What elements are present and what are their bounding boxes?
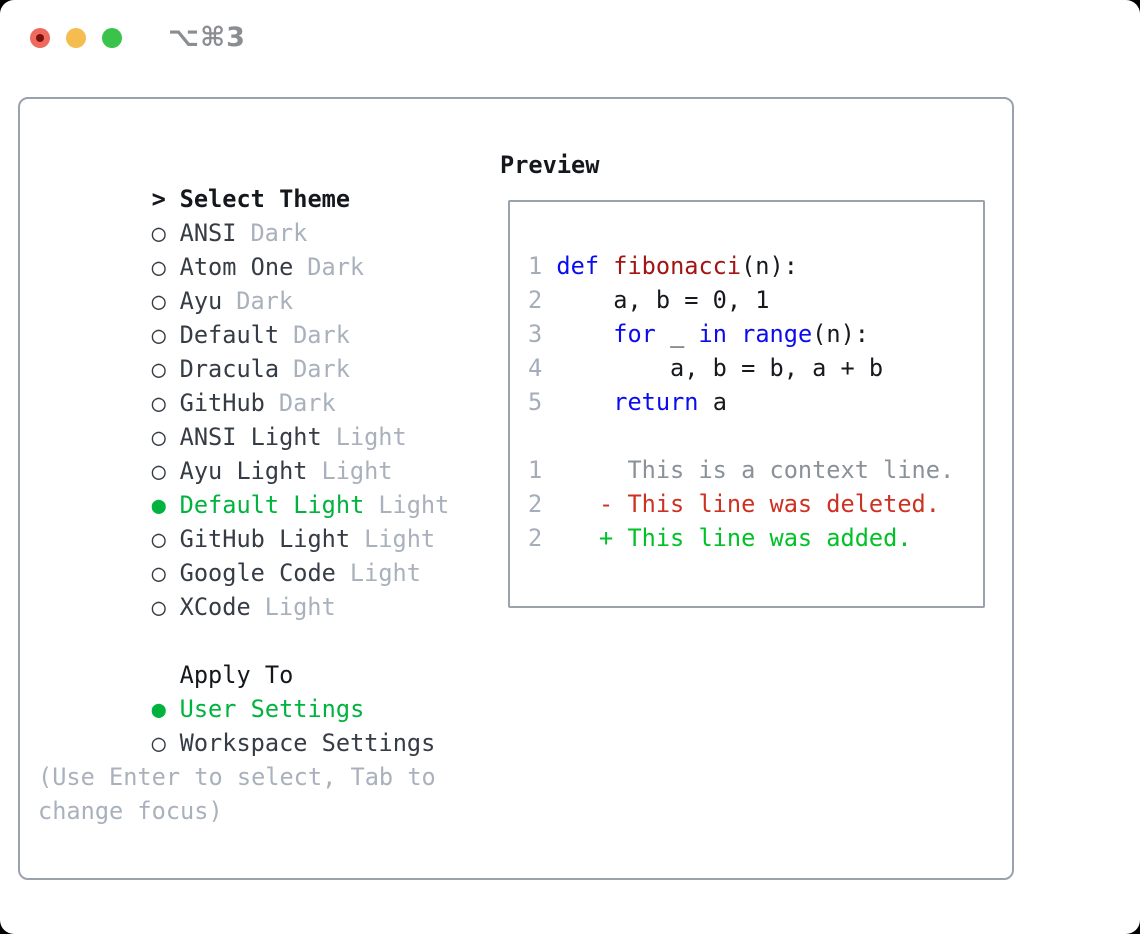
close-button[interactable] (30, 28, 50, 48)
radio-icon: ○ (151, 355, 166, 383)
preview-code: 1 def fibonacci(n): 2 a, b = 0, 1 3 for _ … (528, 249, 983, 555)
close-dot-icon (36, 34, 44, 42)
radio-selected-icon: ● (151, 695, 166, 723)
theme-option-xcode[interactable]: ○ XCode Light (38, 556, 449, 621)
radio-icon: ○ (151, 729, 166, 757)
minimize-button[interactable] (66, 28, 86, 48)
theme-tag: Light (349, 559, 421, 587)
theme-option-ayu-dark[interactable]: ○ Ayu Dark (38, 250, 449, 315)
preview-title: Preview (500, 151, 600, 179)
theme-tag: Light (378, 491, 450, 519)
theme-label: Default (179, 321, 280, 349)
theme-tag: Light (364, 525, 436, 553)
theme-label: GitHub Light (179, 525, 351, 553)
theme-tag: Dark (293, 321, 350, 349)
theme-tag: Light (264, 593, 336, 621)
section-title: Select Theme (179, 185, 351, 213)
theme-option-github-dark[interactable]: ○ GitHub Dark (38, 352, 449, 417)
theme-tag: Dark (278, 389, 336, 417)
theme-tag: Light (321, 457, 393, 485)
radio-icon: ○ (151, 287, 166, 315)
theme-option-ansi-dark[interactable]: ○ ANSI Dark (38, 182, 449, 247)
apply-to-label: Workspace Settings (179, 729, 436, 757)
code-line: 3 for _ in range(n): (528, 320, 869, 348)
preview-box: 1 def fibonacci(n): 2 a, b = 0, 1 3 for _ … (508, 200, 985, 608)
code-line: 2 - This line was deleted. (528, 490, 940, 518)
apply-to-label: User Settings (179, 695, 365, 723)
radio-icon: ○ (151, 593, 166, 621)
theme-label: GitHub (179, 389, 265, 417)
theme-label: XCode (179, 593, 251, 621)
code-line: 2 a, b = 0, 1 (528, 286, 770, 314)
code-line: 5 return a (528, 388, 727, 416)
code-line (528, 419, 983, 453)
section-title: Apply To (179, 661, 294, 689)
apply-to-header: Apply To (38, 624, 449, 689)
radio-selected-icon: ● (151, 491, 166, 519)
traffic-lights (30, 28, 122, 48)
radio-icon: ○ (151, 559, 166, 587)
radio-icon: ○ (151, 389, 166, 417)
theme-tag: Light (335, 423, 407, 451)
select-theme-header: > Select Theme (38, 148, 449, 213)
theme-option-google-code[interactable]: ○ Google Code Light (38, 522, 449, 587)
theme-label: Dracula (179, 355, 280, 383)
radio-icon: ○ (151, 525, 166, 553)
theme-tag: Dark (236, 287, 294, 315)
radio-icon: ○ (151, 321, 166, 349)
theme-option-github-light[interactable]: ○ GitHub Light Light (38, 488, 449, 553)
help-text-line-2: change focus) (38, 797, 223, 825)
zoom-button[interactable] (102, 28, 122, 48)
theme-label: Ayu Light (179, 457, 308, 485)
theme-label: Google Code (179, 559, 336, 587)
radio-icon: ○ (151, 253, 166, 281)
theme-tag: Dark (307, 253, 365, 281)
theme-option-default-dark[interactable]: ○ Default Dark (38, 284, 449, 349)
theme-tag: Dark (293, 355, 350, 383)
theme-label: Default Light (179, 491, 365, 519)
theme-label: Atom One (179, 253, 294, 281)
prompt-icon: > (151, 185, 166, 213)
title-bar: ⌥⌘3 (0, 0, 1140, 97)
code-line: 2 + This line was added. (528, 524, 912, 552)
theme-option-ansi-light[interactable]: ○ ANSI Light Light (38, 386, 449, 451)
radio-icon: ○ (151, 219, 166, 247)
radio-icon: ○ (151, 457, 166, 485)
theme-label: Ayu (179, 287, 223, 315)
theme-tag: Dark (250, 219, 308, 247)
radio-icon: ○ (151, 423, 166, 451)
theme-option-ayu-light[interactable]: ○ Ayu Light Light (38, 420, 449, 485)
theme-option-dracula-dark[interactable]: ○ Dracula Dark (38, 318, 449, 383)
code-line: 1 This is a context line. (528, 456, 955, 484)
theme-option-atom-one-dark[interactable]: ○ Atom One Dark (38, 216, 449, 281)
help-text-line-1: (Use Enter to select, Tab to (38, 763, 436, 791)
window-title: ⌥⌘3 (168, 22, 246, 53)
apply-to-user-settings[interactable]: ● User Settings (38, 658, 449, 723)
theme-label: ANSI Light (179, 423, 322, 451)
code-line: 4 a, b = b, a + b (528, 354, 884, 382)
theme-label: ANSI (179, 219, 237, 247)
apply-to-workspace-settings[interactable]: ○ Workspace Settings (38, 692, 449, 757)
code-line: 1 def fibonacci(n): (528, 252, 798, 280)
theme-option-default-light[interactable]: ● Default Light Light (38, 454, 450, 519)
